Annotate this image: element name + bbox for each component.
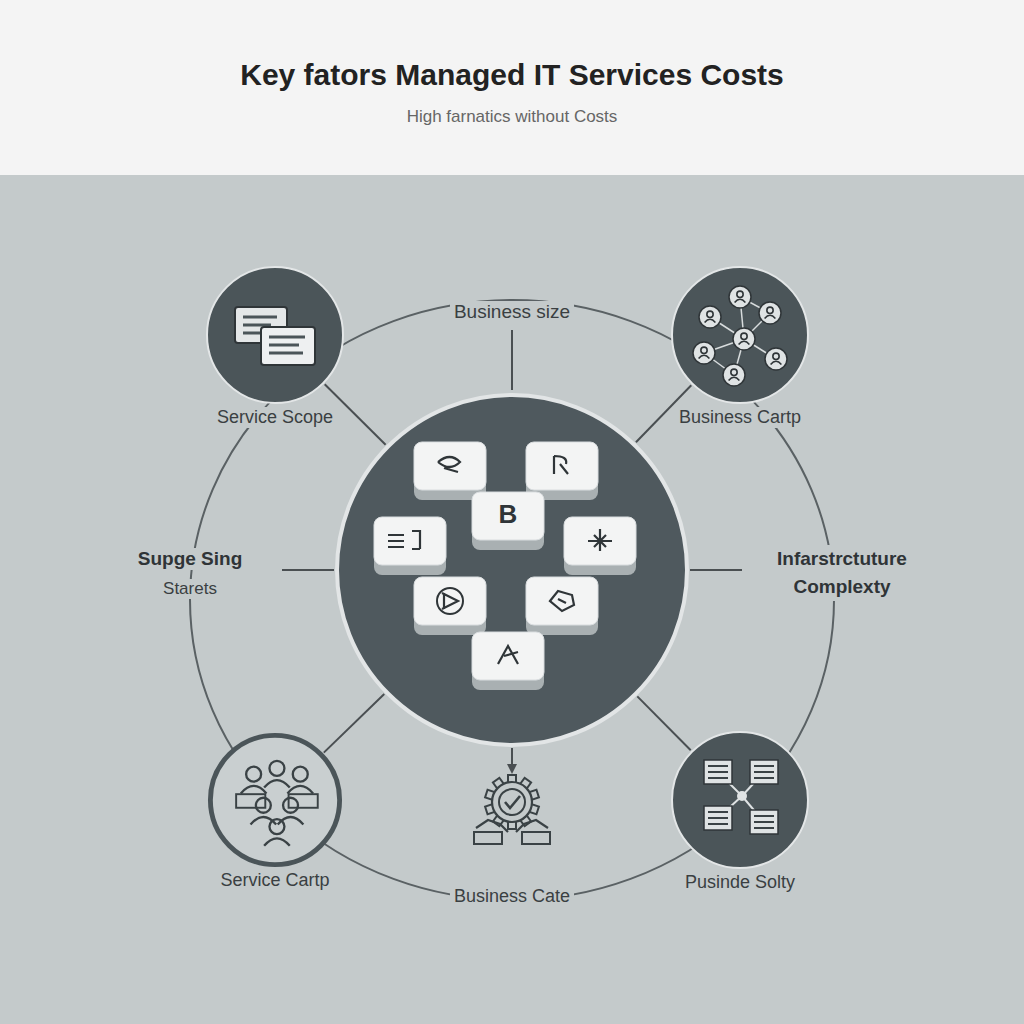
connector-line [511, 748, 513, 772]
factor-label: Service Cartp [216, 870, 333, 891]
connector-line [282, 569, 334, 571]
factor-circle: Business Cartp [670, 265, 810, 405]
factor-label: Service Scope [213, 407, 337, 428]
tile-letter: B [499, 499, 518, 530]
factor-label: Supge Sing [134, 548, 247, 570]
factor-label: Business Cate [450, 886, 574, 907]
circle-shape [207, 732, 343, 868]
factor-circle: B [334, 392, 690, 748]
subtitle: High farnatics without Costs [403, 107, 622, 127]
connector-line [511, 330, 513, 390]
factor-circle: Pusinde Solty [670, 730, 810, 870]
title: Key fators Managed IT Services Costs [240, 58, 784, 92]
connector-line [324, 694, 384, 753]
factor-label: Business Cartp [675, 407, 805, 428]
factor-circle: Service Scope [205, 265, 345, 405]
factor-label: Pusinde Solty [681, 872, 799, 893]
factor-label: Business size [450, 301, 574, 323]
factor-label: Infarstrctuture Complexty [743, 545, 941, 600]
connector-line [637, 696, 690, 750]
circle-shape [334, 392, 690, 748]
factor-circle: Service Cartp [207, 732, 343, 868]
gear-icon [470, 772, 554, 848]
icon-node: Business Cate [470, 772, 554, 848]
connector-line [690, 569, 742, 571]
circle-shape [670, 265, 810, 405]
circle-shape [205, 265, 345, 405]
circle-shape [670, 730, 810, 870]
factor-sublabel: Starets [159, 579, 221, 599]
